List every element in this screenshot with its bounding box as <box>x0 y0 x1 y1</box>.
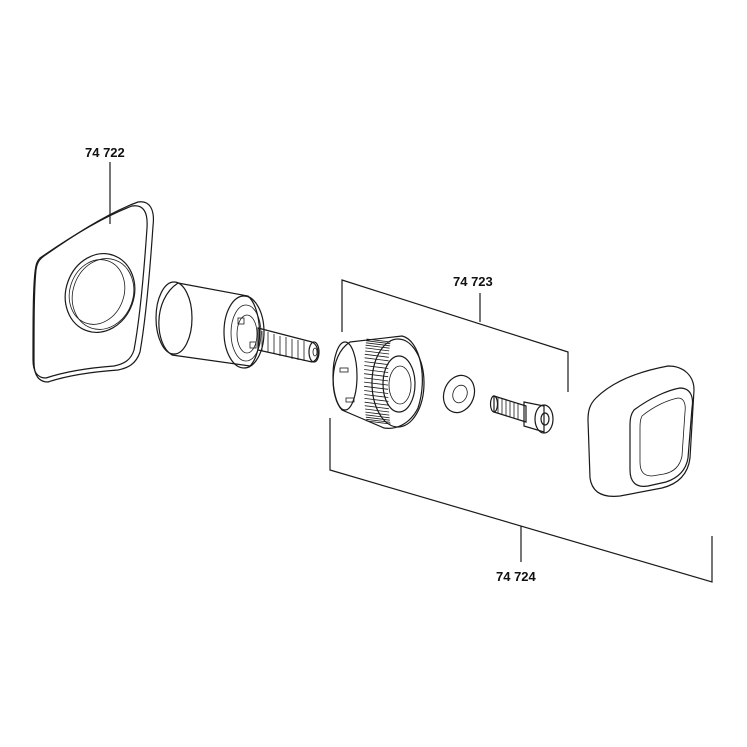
knurl-ridge <box>364 398 389 402</box>
knurled-nut <box>332 335 425 429</box>
nut-set-bracket <box>341 279 569 392</box>
knurl-ridge <box>366 338 391 343</box>
knurl-ridge <box>365 414 390 419</box>
label-nut-set: 74 723 <box>453 274 493 289</box>
knurl-ridge <box>365 344 390 349</box>
label-rosette: 74 722 <box>85 145 125 160</box>
knurl-ridge <box>365 416 390 421</box>
knurl-ridge <box>365 347 390 352</box>
label-handle-set: 74 724 <box>496 569 537 584</box>
washer <box>442 374 476 414</box>
handle-set-bracket <box>329 418 713 583</box>
knurl-ridge <box>364 381 389 386</box>
knurl-ridge <box>364 365 389 369</box>
screw <box>489 395 554 434</box>
knurl-ridge <box>364 401 389 406</box>
rosette-plate <box>32 201 155 383</box>
knurl-ridge <box>365 411 390 416</box>
handle-cap <box>587 365 695 497</box>
knurl-ridge <box>364 361 389 365</box>
knurl-ridge <box>364 353 389 358</box>
knurl-ridge <box>364 385 389 390</box>
knurl-ridge <box>364 390 389 394</box>
knurl-ridge <box>366 420 391 425</box>
knurl-ridge <box>365 342 390 347</box>
knurl-ridge <box>364 377 389 382</box>
valve-cartridge <box>155 281 320 369</box>
knurl-ridge <box>365 350 390 355</box>
